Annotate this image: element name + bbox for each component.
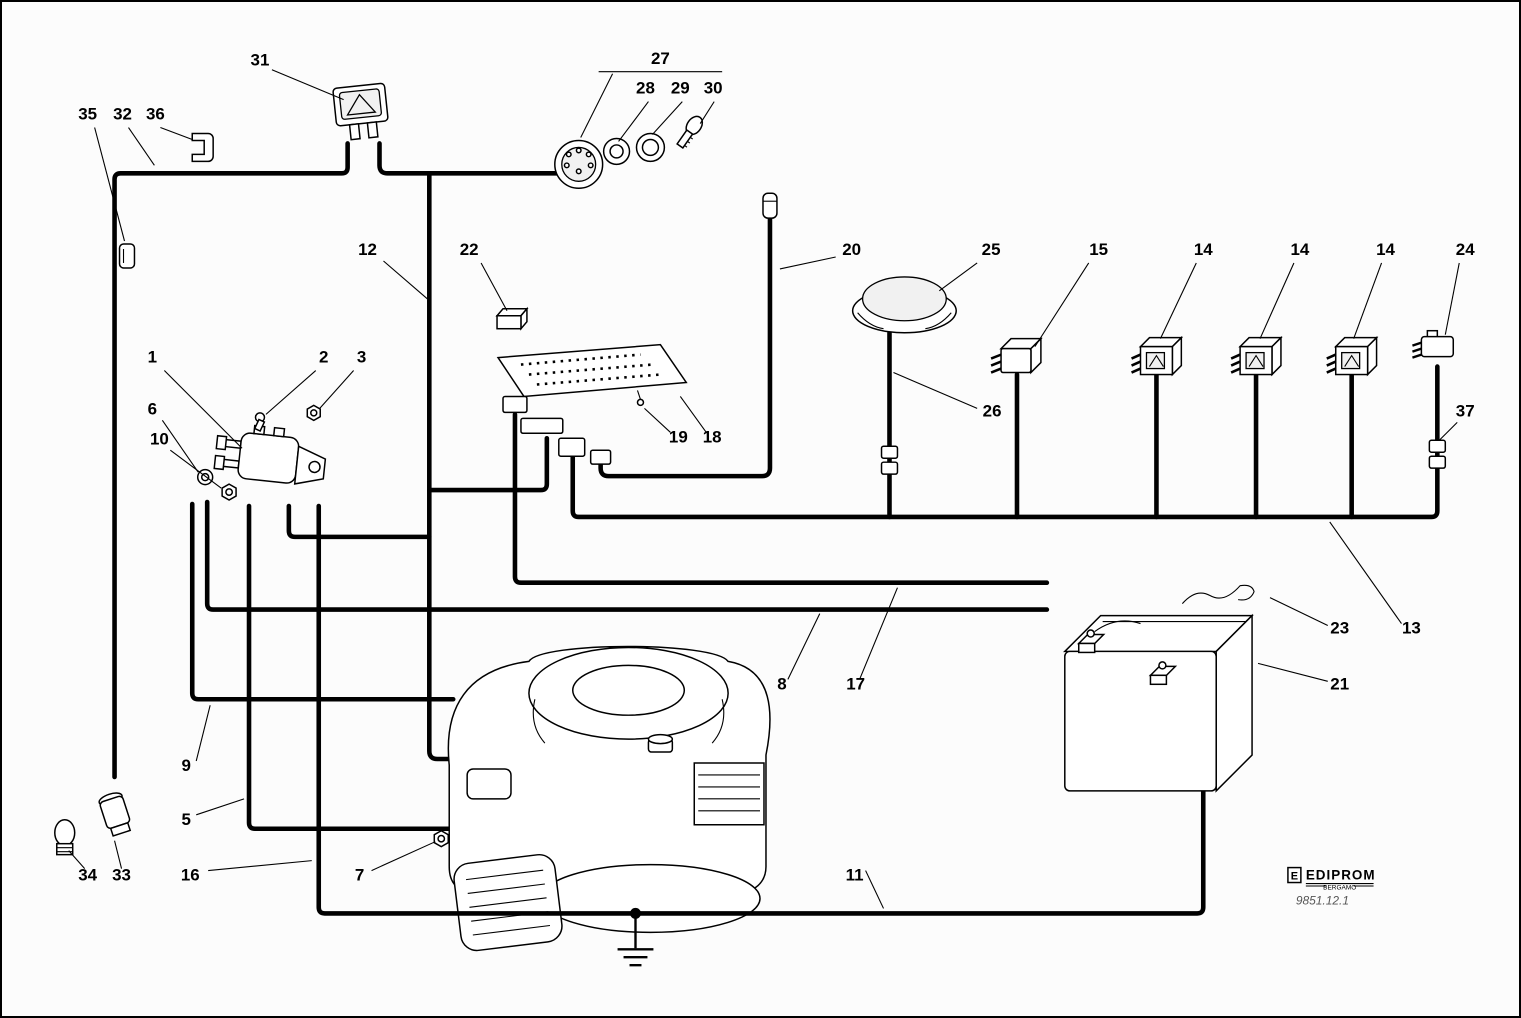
relay [990,336,1043,375]
callout-23: 23 [1330,619,1349,638]
callout-1: 1 [148,348,157,367]
rubber-button [851,276,957,334]
wire-top-run [377,141,562,176]
callout-14c: 14 [1376,240,1395,259]
callout-25: 25 [982,240,1001,259]
wire-ground-run-11 [316,503,1206,916]
callout-20: 20 [842,240,861,259]
callout-14a: 14 [1194,240,1213,259]
engine [447,645,771,952]
wire-solenoid-cross [286,503,432,540]
wire-9 [189,501,456,702]
wire-5 [246,503,452,832]
logo-mark: E [1291,871,1298,883]
callout-5: 5 [182,810,191,829]
wire-terminal [762,192,778,219]
ground-pin [636,398,645,407]
bolt [253,412,266,433]
micro-switch [1412,329,1455,359]
callout-8: 8 [777,674,786,693]
microswitch-connector-1 [1428,439,1447,453]
key-switch [554,139,604,190]
starter-solenoid [213,424,327,485]
callout-27: 27 [651,49,670,68]
bulb-holder [98,792,132,837]
callout-33: 33 [112,866,131,885]
harness-wires [112,141,1440,832]
nut-ring [635,132,666,163]
microswitch-connector-2 [1428,455,1447,469]
muffler [453,853,563,952]
hex-nut-3 [306,404,321,422]
battery-terminal-negative [1148,661,1178,686]
board-connector-3 [558,437,586,457]
callout-16: 16 [181,866,200,885]
wire-bus-8 [204,499,1050,612]
ground-point [617,907,654,967]
board-connector-2 [520,417,564,435]
rocker-switch [332,82,389,141]
callout-2: 2 [319,348,328,367]
ediprom-logo: E EDIPROM BERGAMO 9851.12.1 [1287,866,1376,907]
callout-6: 6 [148,399,157,418]
callout-29: 29 [671,79,690,98]
safety-switch-2 [1230,335,1283,377]
callout-10: 10 [150,429,169,448]
callout-22: 22 [460,240,479,259]
wire-bus-13 [570,364,1440,520]
cable-clip [191,132,214,163]
wire-20 [598,214,773,479]
wire-main-vertical [427,171,462,762]
wire-left-run [112,141,350,780]
logo-sub: BERGAMO [1323,884,1356,891]
callout-14b: 14 [1290,240,1309,259]
callout-13: 13 [1402,619,1421,638]
callout-7: 7 [355,866,364,885]
washer [602,137,631,166]
callout-11: 11 [846,866,864,885]
callout-15: 15 [1089,240,1108,259]
hex-nut-7 [433,829,449,848]
callout-31: 31 [251,51,270,70]
callout-labels: 31 35 32 36 27 28 29 30 12 22 20 25 15 1… [78,49,1475,885]
callout-36: 36 [146,105,165,124]
connector-block [495,306,529,331]
wire-clip [118,243,136,269]
button-connector-2 [880,461,899,475]
callout-12: 12 [358,240,377,259]
callout-3: 3 [357,348,366,367]
callout-18: 18 [703,427,722,446]
circuit-board [496,343,688,407]
battery-strap [1181,584,1255,604]
callout-17: 17 [846,674,865,693]
callout-19: 19 [669,427,688,446]
logo-code: 9851.12.1 [1296,893,1349,907]
board-connector-1 [502,395,528,414]
ground-symbol-icon [617,948,654,967]
wire-bus-17 [512,412,1050,586]
bulb [54,819,76,856]
hex-nut-10 [221,483,237,501]
callout-28: 28 [636,79,655,98]
safety-switch-3 [1326,335,1379,377]
battery-terminal-positive [1076,629,1106,654]
safety-switch-1 [1131,335,1184,377]
logo-brand: EDIPROM [1306,868,1376,883]
button-connector-1 [880,445,899,459]
callout-35: 35 [78,105,97,124]
ignition-key [676,115,704,149]
board-connector-4 [589,449,612,465]
callout-21: 21 [1330,674,1349,693]
wire-board-branch [427,435,550,493]
battery [1062,613,1254,793]
callout-37: 37 [1456,401,1475,420]
callout-26: 26 [983,401,1002,420]
callout-24: 24 [1456,240,1475,259]
callout-9: 9 [182,756,191,775]
callout-32: 32 [113,105,132,124]
leader-lines [68,69,1460,909]
callout-34: 34 [78,866,97,885]
callout-30: 30 [704,79,723,98]
